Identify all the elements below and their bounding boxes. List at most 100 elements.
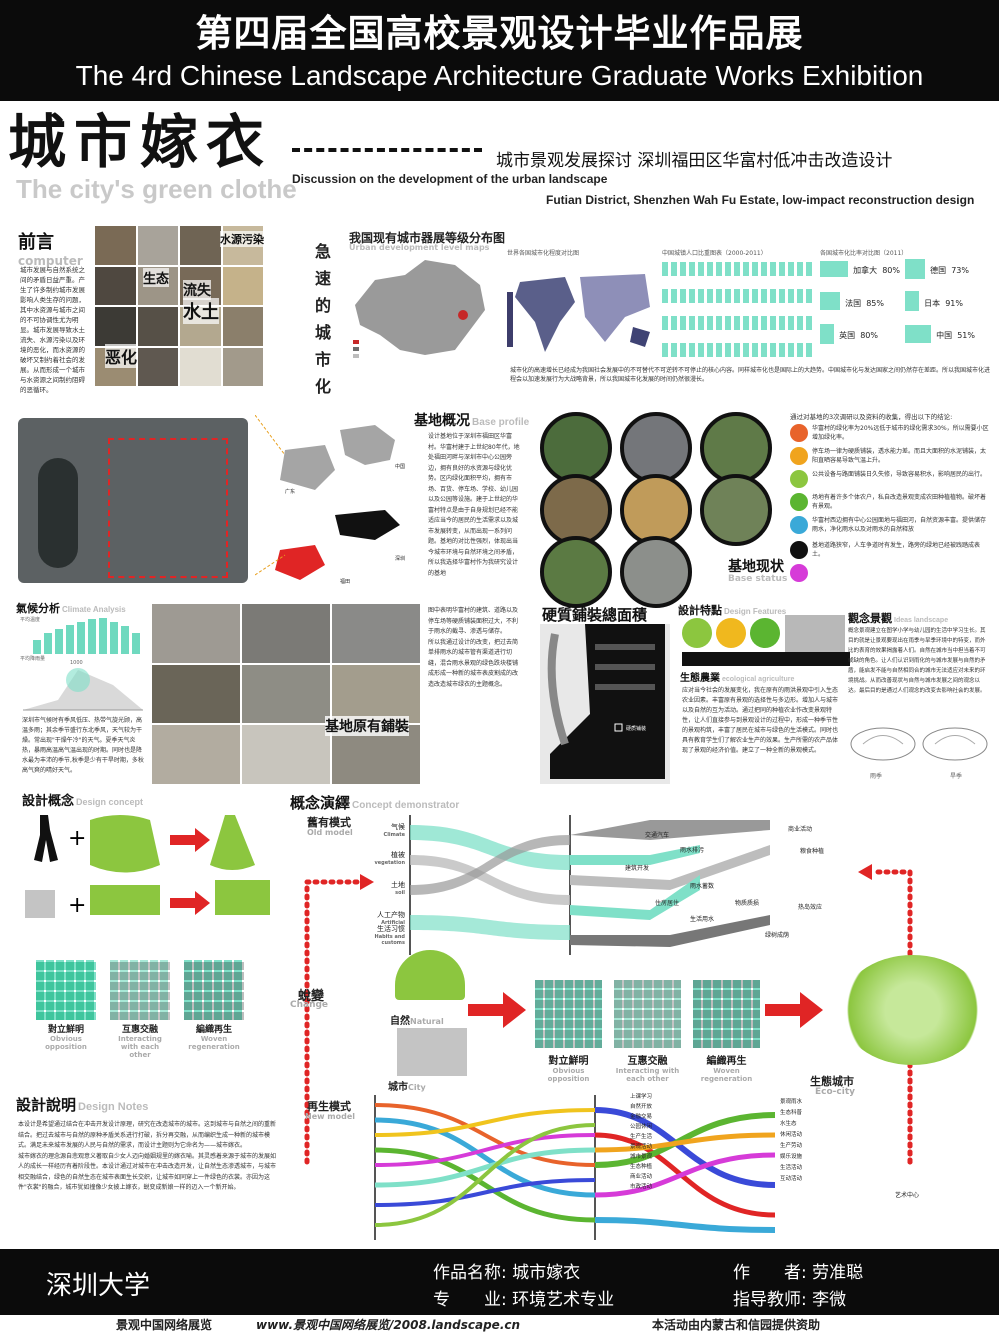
vchar-6: 化 (314, 377, 331, 396)
footer-author: 作 者: 劳准聪 (733, 1263, 864, 1283)
subtitle-cn: 城市景观发展探讨 深圳福田区华富村低冲击改造设计 (496, 151, 893, 171)
flow-label-heat-island: 热岛效应 (798, 904, 823, 911)
status-item: 停车场一律为硬质铺装，透水能力差。而且大面积的水泥铺装，太阳直晒容易导致气温上升… (790, 447, 990, 470)
climate-bar (132, 633, 140, 654)
change-mode-row (535, 980, 760, 1048)
new-model-mid-labels: 上课学习自然开放金融交易公园休闲生产生活景观活动城市景观生态种植商业活动市政活动 (630, 1094, 653, 1190)
new-model-flow-diagram (374, 1095, 776, 1240)
mode-grid-3 (184, 960, 244, 1020)
leaf-icon (682, 618, 712, 648)
tag-loss: 流失 (183, 280, 211, 300)
climate-bar (44, 633, 52, 654)
idea-sketches (850, 727, 988, 761)
change-label: 蛻變 (298, 989, 325, 1004)
flow-label-commerce: 商业活动 (788, 826, 813, 833)
status-dot-icon (790, 493, 808, 511)
idea-label-dry: 旱季 (950, 773, 963, 780)
change-label-en: Change (290, 1000, 329, 1010)
nature-label: 自然Natural (390, 1016, 444, 1027)
urban-map-title-en: Urban development level maps (349, 243, 490, 252)
climate-area-chart (23, 668, 143, 711)
exhibition-header: 第四届全国高校景观设计毕业作品展 The 4rd Chinese Landsca… (0, 0, 999, 101)
hard-paving-legend: 硬质铺装 (626, 726, 647, 732)
hard-paving-heading: 硬質鋪裝總面積 (542, 606, 648, 624)
new-model-right-labels: 景观雨水生态科普水生态休闲活动生产劳动娱乐设施生活活动互动活动 (780, 1099, 803, 1182)
tag-deterioration: 恶化 (105, 344, 138, 368)
status-dot-icon (790, 541, 808, 559)
status-item: 基地道路狭窄，人车争道时有发生，路旁的绿地已经被践踏成表土。 (790, 541, 990, 564)
climate-bar-chart (32, 618, 142, 654)
climate-value-label: 1000 (70, 660, 83, 666)
status-dot-icon (790, 516, 808, 534)
footer-school: 深圳大学 (46, 1271, 151, 1301)
svg-text:+: + (68, 893, 86, 918)
idea-text: 概念景观建立在图学小学与幼儿园的生活中学习生长。其目的就是让景观要现出在雨季与旱… (848, 628, 986, 694)
vchar-1: 急 (314, 242, 331, 261)
flow-label-domestic-water: 生活用水 (690, 916, 715, 923)
status-item: 华富村西边拥有中心公园面地与福田河，自然资源丰富。提供储存雨水，净化雨水以及对雨… (790, 516, 990, 541)
old-model-flow-diagram (409, 815, 770, 955)
footer-credit-left: 景观中国网络展览 (116, 1318, 213, 1332)
climate-axis-label-1: 平均温度 (20, 617, 41, 623)
footer-url-link[interactable]: www.景观中国网络展览/2008.landscape.cn (256, 1318, 521, 1332)
flow-label-stormwater: 雨水排污 (680, 847, 705, 854)
old-model-label: 舊有模式 (307, 816, 351, 829)
footer-work: 作品名称: 城市嫁衣 (433, 1263, 581, 1283)
mode-grid-2 (614, 980, 681, 1048)
vchar-5: 市 (314, 350, 331, 369)
vchar-2: 速 (314, 269, 331, 288)
preface-heading: 前言 computer (18, 228, 88, 268)
tag-ecology: 生态 (143, 268, 170, 287)
status-heading-en: Base status (728, 574, 788, 584)
status-item: 公共设备与路面铺装日久失修，导致容易积水，影响居民的出行。 (790, 470, 990, 493)
eco-city-label: 生態城市 (810, 1075, 854, 1088)
header-title-en: The 4rd Chinese Landscape Architecture G… (75, 60, 924, 91)
country-china: 中国 51% (905, 323, 990, 344)
status-dot-icon (790, 447, 808, 465)
status-dot-icon (790, 470, 808, 488)
map-label-futian: 福田 (340, 579, 351, 585)
flow-label-rain-storage: 雨水蓄数 (690, 883, 715, 890)
features-field-strip (682, 652, 850, 666)
status-item (790, 564, 990, 584)
wheat-icon (716, 618, 746, 648)
climate-bar (110, 621, 118, 654)
right-arrow-icon (765, 992, 823, 1028)
population-pictogram (662, 262, 812, 357)
urbanization-note: 城市化的高速增长已经成为我国社会发展中的不可替代不可逆转不可停止的核心内容。同样… (510, 367, 991, 383)
mode-grid-2 (110, 960, 170, 1020)
flow-label-grain: 粮食种植 (800, 848, 825, 855)
site-aerial-photo (18, 418, 248, 583)
main-title-en: The city's green clothe (16, 174, 297, 204)
tag-water-pollution: 水源污染 (220, 231, 264, 247)
paving-text: 图中表明华富村的建筑、道路以及停车场等硬质铺装面积过大，不利于雨水的截寻、渗透与… (428, 607, 519, 688)
country-japan: 日本 91% (905, 291, 990, 311)
subtitle-en-2: Futian District, Shenzhen Wah Fu Estate,… (546, 193, 975, 207)
subtitle-en-1: Discussion on the development of the urb… (292, 172, 608, 186)
footer-credit-right: 本活动由内蒙古和信园提供资助 (652, 1318, 821, 1332)
city-label: 城市City (388, 1082, 426, 1093)
site-location-maps (255, 415, 400, 580)
urban-map-title: 我国现有城市器展等级分布图 (349, 231, 506, 245)
preface-title-en: computer (18, 254, 83, 268)
population-chart-label: 中国城镇人口比重图表（2000-2011） (662, 250, 767, 257)
status-list: 华富村的绿化率为20%远低于城市的绿化需求30%，所以需要小区增加绿化率。 停车… (790, 424, 990, 584)
status-item: 华富村的绿化率为20%远低于城市的绿化需求30%，所以需要小区增加绿化率。 (790, 424, 990, 447)
change-dotted-arrows (304, 864, 913, 1165)
vchar-3: 的 (314, 296, 331, 315)
concept-diagram: + + (25, 815, 270, 918)
features-icons (682, 618, 780, 648)
country-grid: 加拿大 80% 德国 73% 法国 85% 日本 91% 英国 80% 中国 5… (820, 258, 990, 344)
world-chart-label: 世界各国城市化程度对比图 (507, 250, 580, 257)
flow-label-traffic: 交通汽车 (645, 832, 670, 839)
mode-grid-1 (36, 960, 96, 1020)
urbanization-vertical-title: 急 速 的 城 市 化 (313, 238, 333, 400)
climate-text: 深圳市气候时有季风低压、热带气旋光顾，高温多雨；其余季节盛行东北季风，天气较为干… (22, 717, 144, 774)
